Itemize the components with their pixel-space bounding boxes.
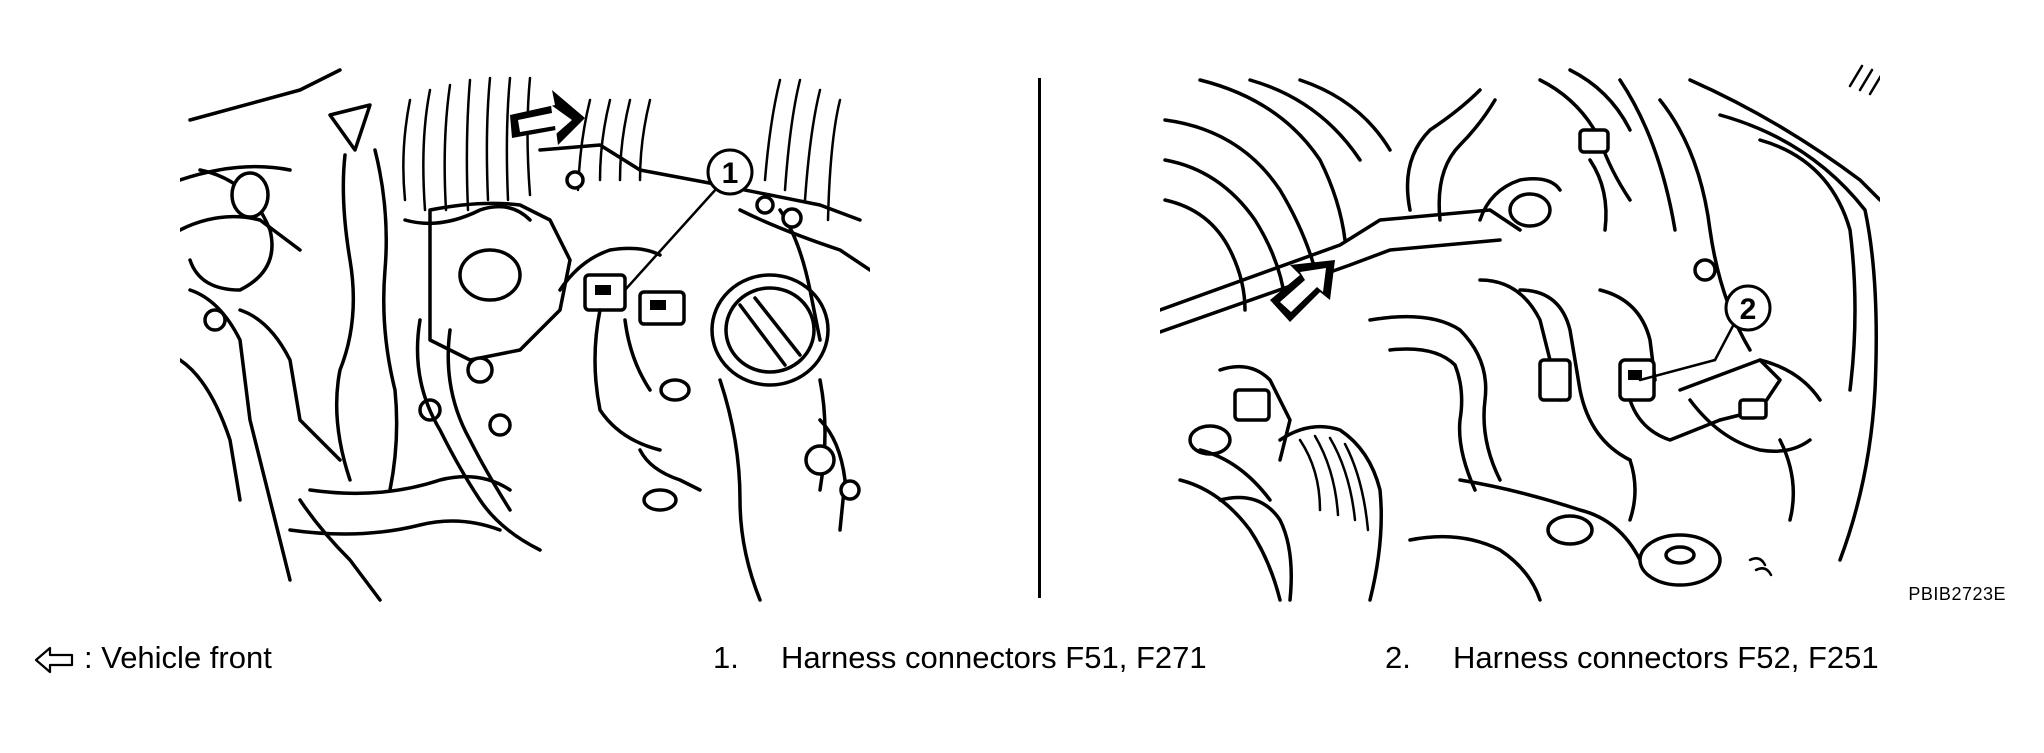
- callout-2: 2: [1638, 284, 1772, 382]
- legend-item-2-number: 2.: [1385, 640, 1411, 675]
- legend-item-1: 1. Harness connectors F51, F271: [713, 640, 1207, 676]
- figure-reference-code: PBIB2723E: [1908, 584, 2006, 604]
- callout-1: 1: [623, 148, 754, 292]
- main-hose: [1368, 278, 1562, 492]
- legend-item-2: 2. Harness connectors F52, F251: [1385, 640, 1879, 676]
- harness-connector-1: [558, 246, 686, 452]
- legend-item-2-text: Harness connectors F52, F251: [1453, 640, 1879, 675]
- oil-filler-cap: [710, 273, 830, 602]
- legend-vehicle-front: : Vehicle front: [34, 640, 272, 676]
- legend-item-1-text: Harness connectors F51, F271: [781, 640, 1207, 675]
- left-engine-illustration: 1: [180, 60, 870, 605]
- vehicle-front-arrow-right: [1270, 260, 1335, 322]
- left-engine-drawing: 1: [180, 68, 870, 602]
- right-engine-illustration: 2: [1160, 60, 1880, 605]
- harness-connector-2: [1618, 358, 1822, 453]
- callout-2-label: 2: [1740, 293, 1757, 326]
- legend-vehicle-front-text: : Vehicle front: [84, 640, 272, 675]
- legend-item-1-number: 1.: [713, 640, 739, 675]
- vehicle-front-arrow-icon: [34, 645, 74, 675]
- vehicle-front-arrow-left: [510, 90, 585, 145]
- corrugated-duct: [1218, 424, 1383, 602]
- intake-runners: [1163, 78, 1392, 312]
- right-engine-drawing: 2: [1160, 64, 1880, 602]
- intake-fins: [402, 76, 842, 222]
- callout-1-label: 1: [722, 157, 739, 190]
- panel-divider: [1038, 78, 1041, 598]
